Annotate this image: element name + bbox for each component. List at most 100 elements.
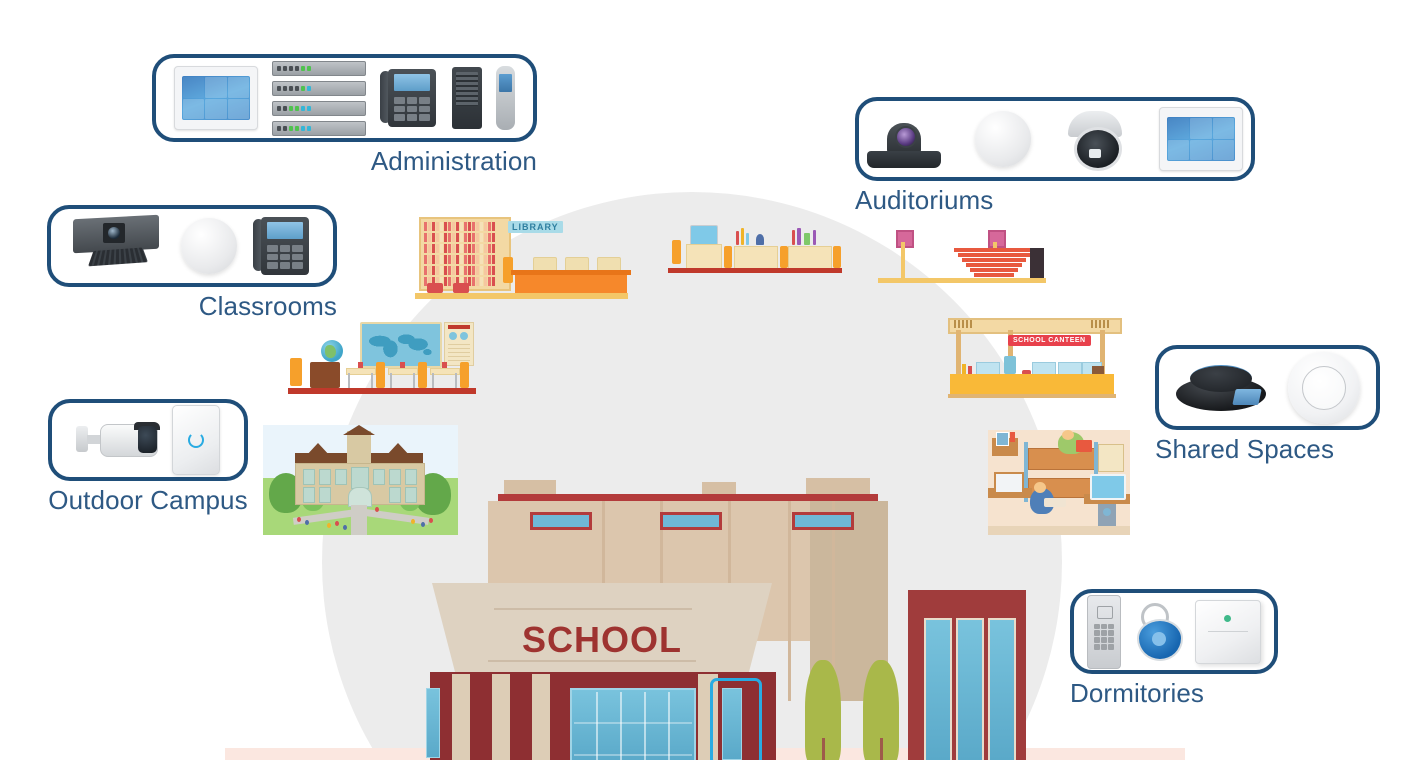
campus-student (305, 520, 309, 525)
classroom-chair (418, 362, 427, 388)
desk-apple (442, 362, 447, 368)
campus-window (335, 469, 347, 485)
category-dormitories[interactable]: Dormitories (1070, 589, 1278, 708)
school-entrance-glass (570, 688, 696, 760)
school-wall-groove (788, 501, 791, 701)
campus-student (343, 525, 347, 530)
lab-chair (724, 246, 732, 268)
campus-window (319, 469, 331, 485)
lab-beaker (741, 228, 744, 245)
globe-cabinet (310, 362, 340, 388)
school-pillar (452, 674, 470, 760)
school-sign-text: SCHOOL (521, 619, 682, 660)
school-wall-groove (728, 501, 731, 641)
canteen-dispenser (1004, 356, 1016, 374)
campus-student (429, 518, 433, 523)
dorm-laptop (994, 472, 1024, 494)
campus-window (303, 469, 315, 485)
campus-window (303, 487, 315, 503)
category-label-administration: Administration (370, 146, 537, 176)
category-label-auditoriums: Auditoriums (855, 185, 994, 215)
lab-chair (780, 246, 788, 268)
touch-room-panel-icon (1159, 107, 1243, 171)
canteen-roof-detail (954, 320, 974, 328)
lab-floor (668, 268, 842, 273)
dorm-corkboard (1098, 444, 1124, 472)
touch-room-panel-icon (174, 66, 258, 130)
school-parapet (504, 480, 556, 496)
dorm-student-head (1034, 482, 1046, 493)
school-tree-trunk (822, 738, 825, 760)
classroom-vignette (288, 318, 478, 396)
category-auditoriums[interactable]: Auditoriums (855, 97, 1255, 215)
lab-chair (833, 246, 841, 268)
campus-tower-roof (343, 425, 375, 435)
campus-window (319, 487, 331, 503)
campus-student (421, 522, 425, 527)
canteen-box (1092, 366, 1104, 375)
shared-spaces-device-frame (1155, 345, 1380, 430)
conference-speakerphone-icon (1175, 364, 1266, 411)
lab-burner (756, 234, 764, 245)
basketball-hoop-board (896, 230, 914, 248)
basketball-court-vignette (878, 228, 1048, 290)
rfid-key-fob-icon (1135, 602, 1183, 661)
library-counter (515, 273, 627, 293)
entrance-highlight-box[interactable] (710, 678, 762, 760)
lab-beaker (746, 233, 749, 245)
desk-apple (400, 362, 405, 368)
school-wing-window (956, 618, 984, 760)
campus-student (297, 517, 301, 522)
school-narrow-window (426, 688, 440, 758)
network-switch-1-icon (272, 60, 366, 76)
school-wing-window (924, 618, 952, 760)
dorm-pen-cup (1010, 432, 1015, 442)
bookcase (419, 217, 511, 291)
library-chair (427, 283, 443, 293)
canteen-roof-detail (1091, 320, 1111, 328)
ceiling-access-point-icon (975, 111, 1031, 167)
lab-beaker (813, 230, 816, 245)
science-lab-vignette (668, 222, 843, 282)
wall-plate-access-point-icon (1195, 599, 1261, 664)
library-chair (503, 257, 513, 283)
classroom-chair (290, 358, 302, 386)
category-shared-spaces[interactable]: Shared Spaces (1155, 345, 1380, 464)
category-label-dormitories: Dormitories (1070, 678, 1205, 708)
school-vent-window (792, 512, 854, 530)
gateway-2-icon (272, 120, 366, 136)
dorm-bed-frame (1094, 442, 1098, 502)
bullet-security-camera-icon (76, 416, 162, 464)
school-canteen-vignette: SCHOOL CANTEEN (948, 318, 1122, 400)
dorm-student-head (1062, 430, 1074, 440)
gateway-1-icon (272, 100, 366, 116)
library-counter-top (511, 270, 631, 275)
canteen-sign: SCHOOL CANTEEN (1008, 335, 1091, 346)
campus-window (405, 469, 417, 485)
category-administration[interactable]: Administration (152, 54, 537, 176)
auditoriums-device-frame (855, 97, 1255, 181)
school-vent-window (530, 512, 592, 530)
lab-beaker (792, 230, 795, 245)
dorm-floor (988, 526, 1130, 535)
dorm-guitar (1044, 498, 1066, 507)
school-roof-band (498, 494, 878, 501)
category-label-shared-spaces: Shared Spaces (1155, 434, 1335, 464)
campus-door (348, 487, 372, 507)
lab-desk (686, 244, 722, 272)
lab-beaker (797, 228, 801, 245)
category-classrooms[interactable]: Classrooms (47, 205, 337, 321)
school-wall-groove (832, 501, 835, 701)
campus-student (411, 519, 415, 524)
door-access-keypad-icon (1087, 594, 1121, 669)
category-outdoor-campus[interactable]: Outdoor Campus (48, 399, 248, 515)
school-pillar (492, 674, 510, 760)
basketball-pole (901, 242, 905, 280)
outdoor-campus-device-frame (48, 399, 248, 481)
campus-clock-tower (347, 431, 371, 465)
classroom-chair (460, 362, 469, 388)
desk-apple (358, 362, 363, 368)
bleacher-side (1030, 248, 1044, 278)
dorm-pc-tower (1098, 504, 1116, 530)
